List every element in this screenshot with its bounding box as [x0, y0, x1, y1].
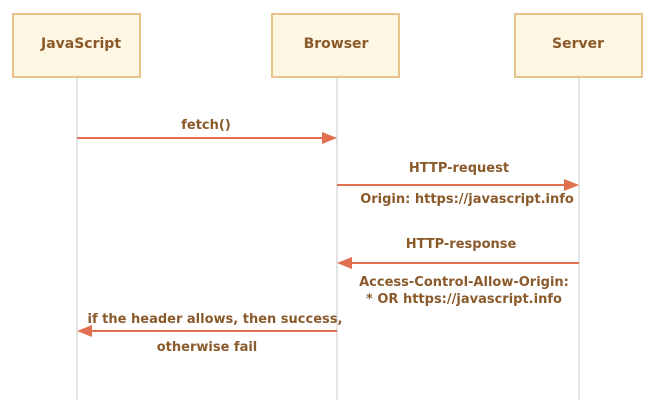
- message-label-fetch: fetch(): [181, 118, 231, 133]
- participant-server: Server: [514, 13, 643, 78]
- message-label-http-response: HTTP-response: [406, 237, 517, 252]
- participant-box-browser: [271, 13, 400, 78]
- participant-browser: Browser: [271, 13, 400, 78]
- message-http-response: HTTP-response Access-Control-Allow-Origi…: [337, 237, 579, 307]
- message-sublabel-origin: Origin: https://javascript.info: [360, 192, 574, 207]
- participant-box-server: [514, 13, 643, 78]
- message-label-http-request: HTTP-request: [409, 161, 509, 176]
- arrowhead-right-icon: [322, 132, 337, 144]
- arrowhead-left-icon: [77, 325, 92, 337]
- participant-label-javascript: JavaScript: [40, 36, 121, 52]
- message-result: if the header allows, then success, othe…: [77, 312, 342, 355]
- message-fetch: fetch(): [77, 118, 337, 144]
- arrowhead-left-icon: [337, 257, 352, 269]
- message-sublabel-acao-value: * OR https://javascript.info: [366, 292, 562, 307]
- message-sublabel-result: otherwise fail: [157, 340, 258, 355]
- message-sublabel-acao-header: Access-Control-Allow-Origin:: [359, 275, 569, 290]
- arrowhead-right-icon: [564, 179, 579, 191]
- message-label-result: if the header allows, then success,: [88, 312, 343, 327]
- message-http-request: HTTP-request Origin: https://javascript.…: [337, 161, 579, 207]
- participant-box-javascript: [12, 13, 141, 78]
- participant-javascript: JavaScript: [12, 13, 141, 78]
- participant-label-server: Server: [552, 36, 604, 52]
- participant-label-browser: Browser: [304, 36, 369, 52]
